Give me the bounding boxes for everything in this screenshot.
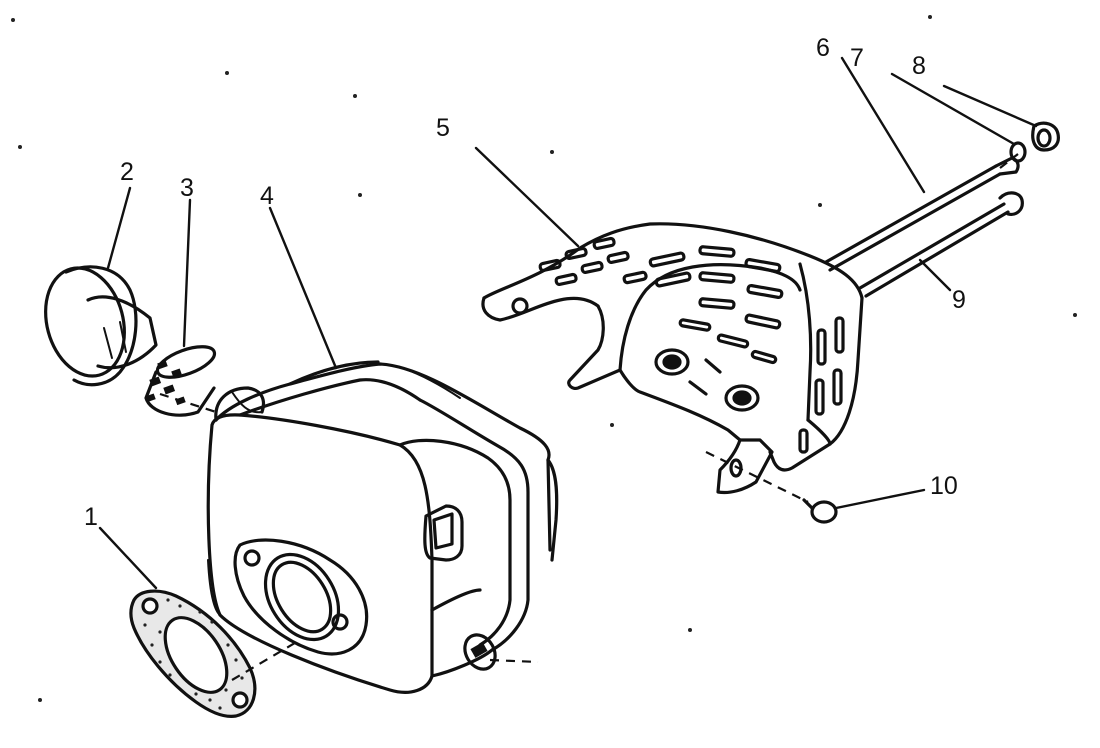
gasket-texture <box>143 598 244 710</box>
shield-vent-slots <box>538 236 784 365</box>
leader-lines <box>98 56 1038 590</box>
callout-1: 1 <box>84 503 98 531</box>
callout-8: 8 <box>912 52 926 80</box>
part-3-spark-screen <box>144 345 217 417</box>
callout-5: 5 <box>436 114 450 142</box>
part-10-screw <box>802 498 838 524</box>
callout-3: 3 <box>180 174 194 202</box>
scan-specks <box>11 15 1077 702</box>
shield-side-slots <box>798 316 845 454</box>
part-4-muffler-body <box>206 360 559 694</box>
part-8-nut <box>1031 121 1060 152</box>
callout-10: 10 <box>930 472 958 500</box>
part-8-washer <box>1009 141 1027 163</box>
callout-4: 4 <box>260 182 274 210</box>
callout-6: 6 <box>816 34 830 62</box>
part-5-heat-shield <box>481 222 864 495</box>
part-2-deflector-cap <box>44 265 158 387</box>
callout-9: 9 <box>952 286 966 314</box>
part-1-gasket <box>129 589 257 718</box>
callout-labels: 1 2 3 4 5 6 7 8 9 10 <box>84 34 966 531</box>
callout-7: 7 <box>850 44 864 72</box>
assembly-lines <box>159 153 1019 681</box>
part-9-long-bolt <box>858 191 1024 298</box>
callout-2: 2 <box>120 158 134 186</box>
